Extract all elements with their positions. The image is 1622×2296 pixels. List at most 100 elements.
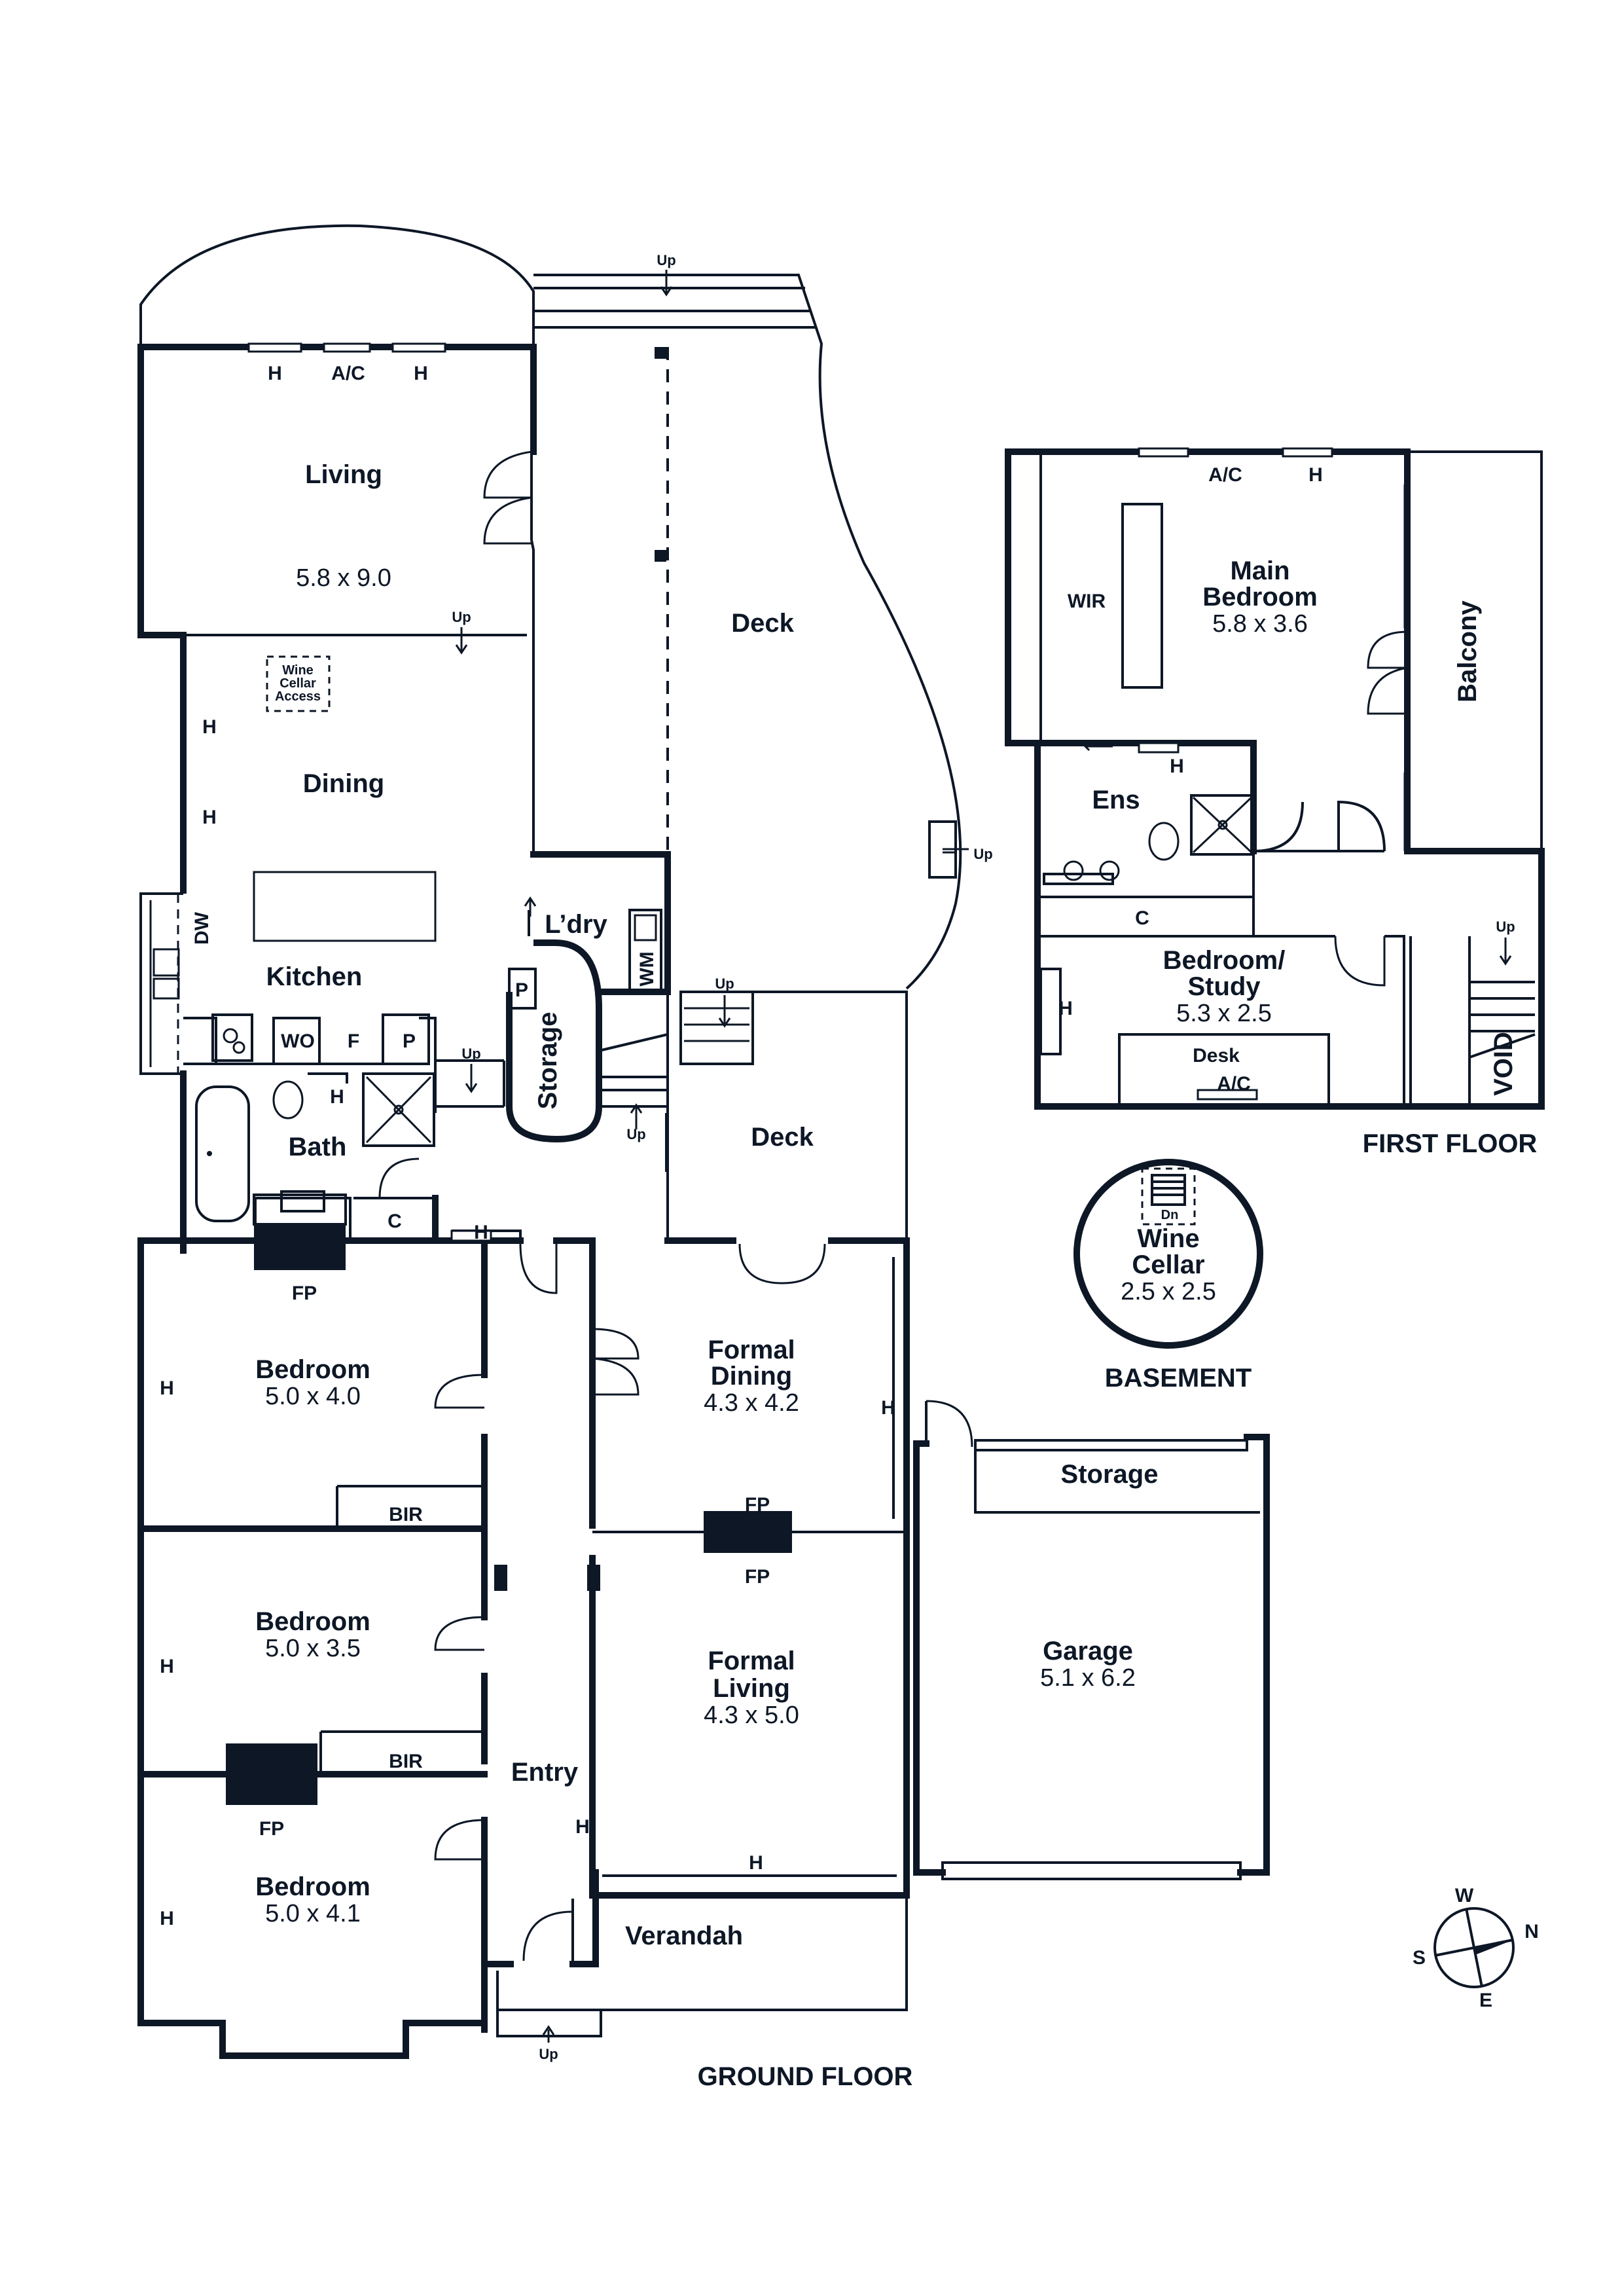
heater-label: H: [1308, 464, 1323, 486]
ens-name: Ens: [1092, 786, 1140, 814]
stair-down-label: Dn: [1161, 1208, 1179, 1222]
fridge-label: F: [348, 1030, 359, 1052]
stair-up-label: Up: [715, 975, 734, 992]
bedroom3-size: 5.0 x 4.1: [265, 1900, 361, 1927]
desk-label: Desk: [1193, 1045, 1240, 1066]
main-bedroom-size: 5.8 x 3.6: [1212, 610, 1308, 638]
main-bedroom-line2: Bedroom: [1202, 583, 1318, 611]
bir-label: BIR: [389, 1504, 423, 1525]
deck-name: Deck: [731, 609, 794, 638]
garage-storage-name: Storage: [1061, 1460, 1159, 1489]
wine-access-line1: Wine: [282, 663, 314, 678]
verandah-name: Verandah: [625, 1922, 743, 1950]
dining-name: Dining: [303, 769, 384, 798]
deck-outline: [434, 274, 969, 1241]
formal-living-line2: Living: [713, 1674, 790, 1703]
central-wing-walls: [452, 1230, 910, 2037]
bedroom1-size: 5.0 x 4.0: [265, 1383, 361, 1410]
floor-headings: GROUND FLOOR FIRST FLOOR BASEMENT: [698, 1129, 1538, 2091]
fireplace-label: FP: [259, 1745, 284, 1767]
heater-label: H: [330, 1086, 344, 1108]
compass: W N S E: [1413, 1885, 1539, 2011]
heater-label: H: [268, 363, 282, 384]
heater-label: H: [160, 1908, 174, 1929]
fireplace-label: FP: [745, 1494, 770, 1516]
bedroom2-size: 5.0 x 3.5: [265, 1635, 361, 1662]
wine-access-line3: Access: [275, 689, 321, 704]
fireplace-label: FP: [259, 1818, 284, 1840]
stair-up-label: Up: [452, 609, 471, 625]
wine-cellar-line1: Wine: [1137, 1224, 1199, 1253]
bedroom-study-line2: Study: [1187, 972, 1261, 1001]
cupboard-label: C: [387, 1211, 402, 1232]
heater-label: H: [474, 1222, 488, 1243]
bedroom-study-line1: Bedroom/: [1163, 946, 1286, 975]
heater-label: H: [202, 716, 217, 738]
wall-oven-label: WO: [281, 1030, 315, 1052]
heater-label: H: [160, 1377, 174, 1399]
compass-n: N: [1524, 1921, 1539, 1942]
heater-label: H: [202, 807, 217, 828]
heater-label: H: [881, 1397, 895, 1419]
bir-label: BIR: [389, 1751, 423, 1772]
windows: [247, 342, 1333, 1242]
stair-up-label: Up: [1496, 919, 1515, 935]
bedroom1-name: Bedroom: [255, 1355, 370, 1384]
stair-arrows: [455, 270, 1512, 2043]
entry-name: Entry: [511, 1758, 579, 1787]
wine-access-line2: Cellar: [279, 676, 316, 691]
bedroom-study-size: 5.3 x 2.5: [1176, 1000, 1272, 1027]
formal-living-size: 4.3 x 5.0: [704, 1702, 799, 1729]
kitchen-name: Kitchen: [266, 962, 363, 991]
pantry-label: P: [515, 979, 528, 1001]
living-name: Living: [305, 460, 382, 489]
deck-small-name: Deck: [751, 1123, 814, 1152]
heater-label: H: [160, 1656, 174, 1677]
compass-e: E: [1479, 1990, 1492, 2011]
wine-cellar-line2: Cellar: [1132, 1250, 1204, 1279]
heater-label: H: [575, 1816, 590, 1838]
room-labels: Living 5.8 x 9.0 Dining Kitchen Deck Dec…: [255, 460, 1482, 1950]
first-floor-title: FIRST FLOOR: [1363, 1129, 1538, 1158]
formal-dining-size: 4.3 x 4.2: [704, 1389, 799, 1417]
heater-label: H: [1058, 998, 1073, 1019]
heater-label: H: [414, 363, 428, 384]
ac-label: A/C: [1217, 1073, 1251, 1095]
bedroom-wing-walls: [137, 1194, 488, 2059]
stair-up-label: Up: [657, 252, 676, 268]
compass-s: S: [1413, 1947, 1426, 1969]
storage-name: Storage: [533, 1012, 562, 1110]
bedroom2-name: Bedroom: [255, 1607, 370, 1636]
garage-name: Garage: [1043, 1637, 1133, 1666]
ground-floor-structure: [137, 224, 671, 1254]
balcony-name: Balcony: [1453, 600, 1482, 702]
wine-cellar: [266, 655, 1263, 1349]
pantry-label: P: [403, 1030, 416, 1052]
wine-cellar-size: 2.5 x 2.5: [1121, 1278, 1216, 1305]
heater-label: H: [749, 1852, 763, 1874]
formal-living-line1: Formal: [708, 1647, 795, 1675]
living-size: 5.8 x 9.0: [296, 564, 391, 592]
formal-dining-line1: Formal: [708, 1336, 795, 1364]
formal-dining-line2: Dining: [711, 1362, 792, 1391]
fireplace-label: FP: [292, 1283, 317, 1304]
main-bedroom-line1: Main: [1230, 556, 1289, 585]
washing-machine-label: WM: [636, 951, 658, 986]
stair-up-label: Up: [973, 846, 992, 862]
fixture-labels: H A/C H H H H H H H H H H H H H H A/C A/…: [160, 252, 1518, 2062]
basement-title: BASEMENT: [1105, 1364, 1252, 1393]
bath-name: Bath: [289, 1133, 347, 1161]
cupboard-label: C: [1135, 907, 1149, 929]
fireplace-label: FP: [745, 1566, 770, 1588]
heater-label: H: [1170, 756, 1184, 777]
ground-floor-title: GROUND FLOOR: [698, 2062, 913, 2091]
ac-label: A/C: [1208, 464, 1242, 486]
compass-w: W: [1455, 1885, 1474, 1906]
wir-label: WIR: [1068, 591, 1106, 612]
stair-up-label: Up: [539, 2046, 558, 2062]
laundry-name: L’dry: [545, 910, 607, 939]
garage-size: 5.1 x 6.2: [1040, 1664, 1136, 1692]
void-label: VOID: [1489, 1032, 1518, 1096]
ac-label: A/C: [331, 363, 365, 384]
